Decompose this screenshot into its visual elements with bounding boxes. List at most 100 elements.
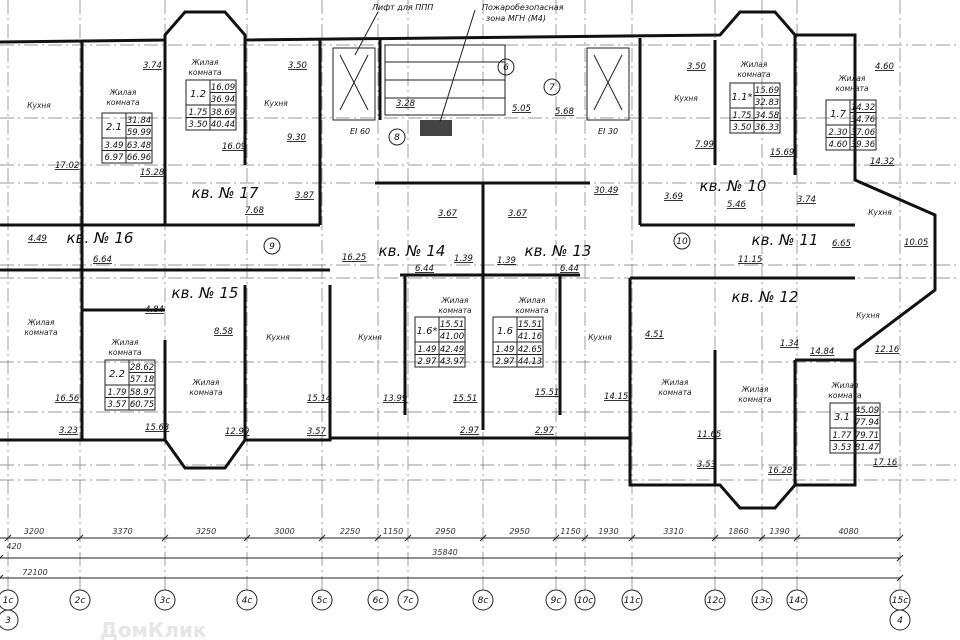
room-label-line: комната	[515, 306, 549, 315]
room-area: 5.68	[555, 107, 575, 117]
room-label-line: Жилая	[191, 58, 219, 67]
dim-tick	[896, 554, 904, 562]
dim-tick	[581, 534, 589, 542]
dim-tick	[896, 534, 904, 542]
room-area: 6.44	[415, 264, 434, 274]
grid-lines	[0, 0, 960, 590]
table-value: 15.69	[755, 86, 779, 96]
dim-tick	[4, 534, 12, 542]
table-value: 34.76	[851, 115, 876, 125]
axis-label: 4c	[242, 596, 253, 606]
room-label-line: Жилая	[111, 338, 139, 347]
room-label-line: комната	[108, 348, 142, 357]
dimension-value: 3250	[196, 527, 216, 536]
table-value: 3.50	[733, 123, 752, 133]
room-number-circle	[263, 237, 281, 255]
dimension-value: 1860	[728, 527, 748, 536]
table-value: 44.13	[518, 357, 542, 367]
walls	[0, 9, 937, 579]
room-label-kitchen: Кухня	[868, 208, 892, 217]
room-area: 4.51	[645, 330, 664, 340]
table-value: 34.58	[755, 111, 780, 121]
axis-label: 13c	[754, 596, 770, 606]
dimension-value: 2950	[509, 527, 529, 536]
room-area: 15.69	[770, 148, 794, 158]
room-label-kitchen: Кухня	[358, 333, 382, 342]
axis-bubble	[367, 589, 389, 611]
table-value: 58.97	[130, 388, 155, 398]
room-area: 16.56	[55, 394, 80, 404]
dimension-value: 3000	[274, 527, 294, 536]
room-area: 12.16	[875, 345, 900, 355]
apartment-label: кв. № 14	[379, 242, 446, 260]
room-label-line: Жилая	[192, 378, 220, 387]
room-label-line: Жилая	[109, 88, 137, 97]
axis-label: 9c	[551, 596, 562, 606]
table-value: 1.77	[833, 431, 853, 441]
room-area: 8.58	[214, 327, 234, 337]
dim-tick	[374, 534, 382, 542]
dimension-total: 72100	[22, 568, 47, 577]
room-area: 14.15	[604, 392, 628, 402]
room-label-line: комната	[828, 391, 862, 400]
table-value: 1.75	[733, 111, 752, 121]
table-code: 2.1	[106, 122, 122, 133]
dimension-value: 2950	[435, 527, 455, 536]
table-value: 37.06	[851, 128, 876, 138]
axis-bubble	[545, 589, 567, 611]
room-label-line: комната	[188, 68, 222, 77]
fire-safe-zone-hatch	[420, 120, 452, 136]
axis-label: 10c	[577, 596, 593, 606]
apartment-label: кв. № 11	[752, 231, 819, 249]
table-value: 3.49	[105, 141, 124, 151]
room-label-line: комната	[738, 395, 772, 404]
apartment-label: кв. № 10	[700, 177, 767, 195]
table-value: 36.94	[211, 95, 235, 105]
axis-bubble	[311, 589, 333, 611]
watermark: ДомКлик	[100, 618, 207, 640]
room-area: 14.84	[810, 347, 834, 357]
room-area: 17.02	[55, 161, 79, 171]
axis-label: 3c	[160, 596, 171, 606]
table-value: 42.65	[518, 345, 542, 355]
room-area: 1.39	[497, 256, 516, 266]
dimension-value: 3200	[24, 527, 44, 536]
room-area: 3.50	[687, 62, 706, 72]
table-value: 31.84	[127, 116, 151, 126]
axis-label: 15c	[892, 596, 908, 606]
axis-bubble	[621, 589, 643, 611]
table-value: 2.30	[829, 128, 848, 138]
room-area: 16.28	[768, 466, 793, 476]
table-value: 79.71	[855, 431, 879, 441]
dim-tick	[758, 534, 766, 542]
room-number-circle	[673, 232, 691, 250]
dim-tick	[793, 534, 801, 542]
table-code: 1.7	[830, 109, 847, 120]
room-label-line: комната	[438, 306, 472, 315]
room-label-line: комната	[737, 70, 771, 79]
dimension-value: 1150	[383, 527, 403, 536]
dimension-ticks	[0, 534, 904, 582]
table-value: 66.96	[127, 153, 152, 163]
dimension-value: 1150	[560, 527, 580, 536]
table-value: 59.99	[127, 128, 151, 138]
table-value: 42.49	[440, 345, 464, 355]
dim-tick	[0, 574, 4, 579]
table-value: 63.48	[127, 141, 152, 151]
axis-bubble	[69, 589, 91, 611]
room-area: 16.25	[342, 253, 366, 263]
table-value: 15.51	[518, 320, 542, 330]
room-label-kitchen: Кухня	[856, 311, 880, 320]
table-value: 15.51	[440, 320, 464, 330]
dim-tick	[161, 534, 169, 542]
axis-bubble	[236, 589, 258, 611]
room-area: 2.97	[460, 426, 480, 436]
room-area: 7.99	[695, 140, 714, 150]
